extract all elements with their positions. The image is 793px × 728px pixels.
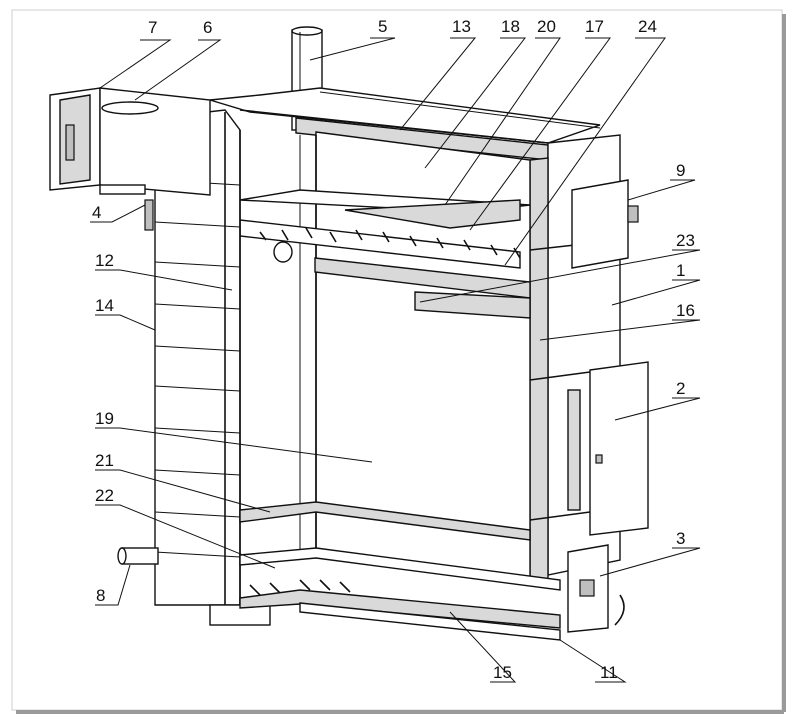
door-3 <box>567 544 625 633</box>
side-inlet-box <box>49 87 211 196</box>
label-16: 16 <box>676 301 695 320</box>
label-21: 21 <box>95 451 114 470</box>
label-11: 11 <box>600 663 618 682</box>
door-9 <box>571 179 639 269</box>
inlet-pipe-8 <box>117 547 159 565</box>
label-5: 5 <box>378 17 387 36</box>
label-9: 9 <box>676 161 685 180</box>
label-13: 13 <box>452 17 471 36</box>
label-3: 3 <box>676 529 685 548</box>
top-cover <box>209 87 601 161</box>
label-2: 2 <box>676 379 685 398</box>
label-14: 14 <box>95 296 114 315</box>
label-17: 17 <box>585 17 604 36</box>
inlet-pipe-4 <box>99 184 154 231</box>
label-24: 24 <box>638 17 657 36</box>
door-2 <box>567 361 649 536</box>
label-6: 6 <box>203 18 212 37</box>
label-8: 8 <box>96 586 105 605</box>
label-12: 12 <box>95 251 114 270</box>
label-4: 4 <box>92 203 101 222</box>
label-1: 1 <box>676 261 685 280</box>
left-column <box>154 109 271 626</box>
label-7: 7 <box>148 18 157 37</box>
label-15: 15 <box>493 663 512 682</box>
label-23: 23 <box>676 231 695 250</box>
part-labels: 7 6 5 13 18 20 17 24 9 4 23 12 1 14 16 2… <box>92 17 695 682</box>
label-18: 18 <box>501 17 520 36</box>
label-22: 22 <box>95 486 114 505</box>
label-20: 20 <box>537 17 556 36</box>
bottom-assembly <box>239 501 561 641</box>
leader-lines <box>90 37 701 683</box>
label-19: 19 <box>95 409 114 428</box>
